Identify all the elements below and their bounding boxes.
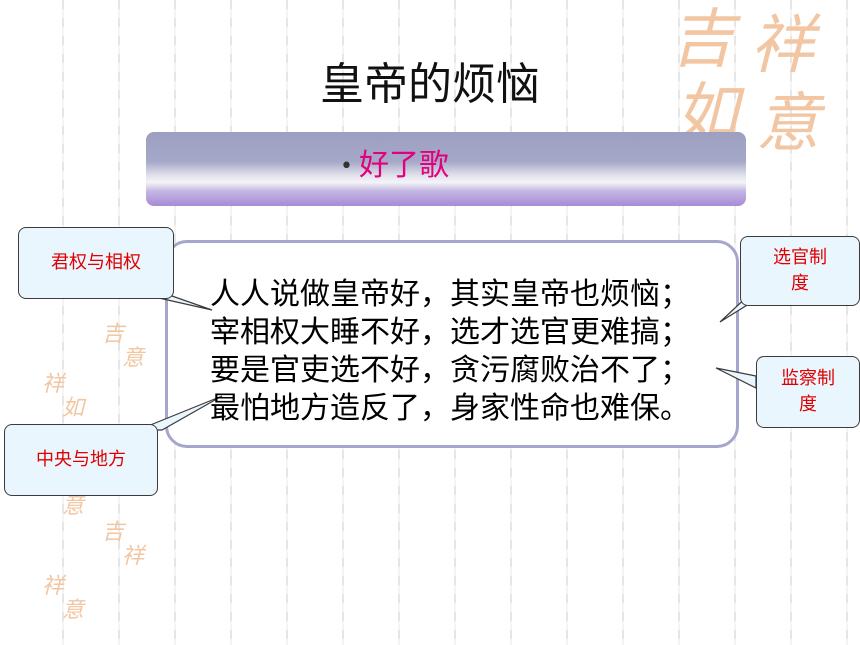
poem-line: 宰相权大睡不好，选才选官更难搞； [210,315,690,350]
subtitle-banner [146,132,746,206]
auspicious-seal-small: 吉 意 [102,322,145,371]
poem-line: 最怕地方造反了，身家性命也难保。 [210,391,690,426]
poem-box [165,240,739,448]
auspicious-seal-small: 祥 如 [42,372,85,421]
subtitle-text: 好了歌 [358,148,449,183]
callout-official-selection: 选官制 度 [740,236,860,306]
callout-supervision: 监察制 度 [756,356,860,428]
subtitle: •好了歌 [340,140,449,184]
bullet-icon: • [340,154,353,179]
slide-title: 皇帝的烦恼 [320,59,540,110]
auspicious-seal-small: 祥 意 [42,574,85,623]
callout-monarch-chancellor: 君权与相权 [18,227,174,299]
callout-central-local: 中央与地方 [4,424,158,496]
poem-line: 要是官吏选不好，贪污腐败治不了； [210,353,690,388]
poem-line: 人人说做皇帝好，其实皇帝也烦恼； [210,277,690,312]
auspicious-seal-small: 吉 祥 [102,520,145,569]
poem-text: 人人说做皇帝好，其实皇帝也烦恼； 宰相权大睡不好，选才选官更难搞； 要是官吏选不… [210,276,750,428]
